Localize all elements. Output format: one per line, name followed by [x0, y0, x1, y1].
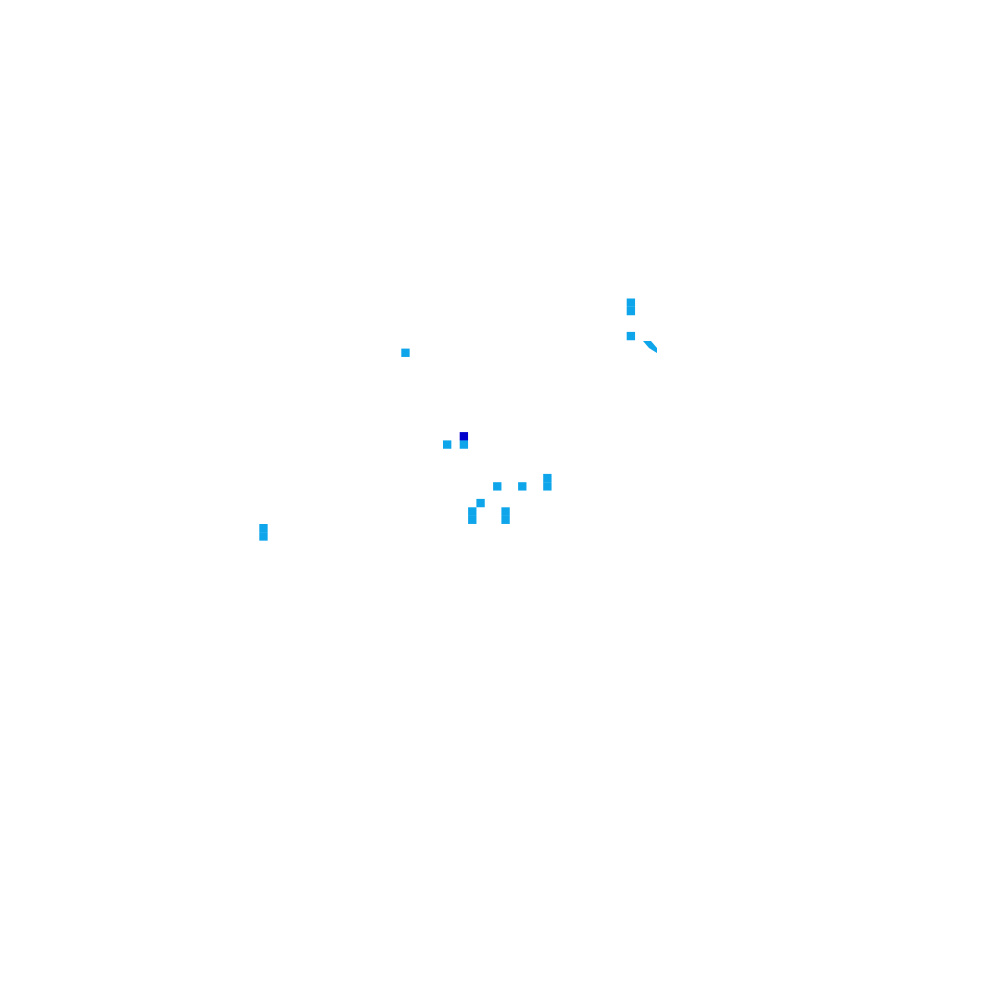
- map-cell-cell-13: [259, 524, 268, 533]
- map-cell-cell-10: [468, 515, 477, 524]
- map-cell-cell-14: [259, 532, 268, 541]
- map-diagonal-diag-1: [643, 341, 657, 353]
- map-cell-cell-7: [543, 482, 552, 491]
- map-cell-cell-1: [459, 432, 469, 441]
- map-cell-cell-4: [493, 482, 502, 491]
- map-cell-cell-16: [626, 298, 636, 307]
- map-cell-cell-9: [468, 507, 477, 516]
- map-cell-cell-2: [443, 440, 452, 449]
- map-cell-cell-18: [626, 331, 636, 341]
- map-cell-cell-11: [501, 507, 510, 516]
- map-cell-cell-8: [476, 498, 485, 508]
- map-cell-cell-12: [501, 515, 510, 524]
- map-cell-cell-17: [626, 306, 636, 316]
- map-cell-cell-6: [543, 473, 552, 483]
- map-cell-cell-3: [459, 440, 469, 449]
- map-cell-cell-15: [401, 348, 410, 357]
- map-cell-cell-5: [518, 482, 527, 491]
